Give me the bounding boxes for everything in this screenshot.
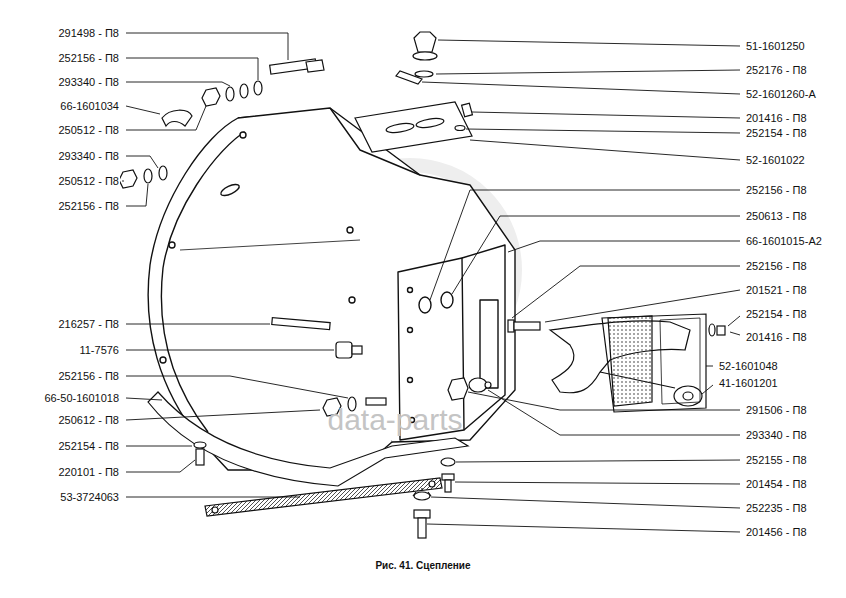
part-number: 252154 - П8 [745,308,808,321]
leader-line [468,392,740,410]
leader-line [466,129,740,133]
leader-line [488,390,740,435]
part-number: 252176 - П8 [745,64,808,77]
leader-line [470,140,740,160]
lower-gasket [148,392,468,486]
part-number: 252156 - П8 [745,260,808,273]
fork-cover [602,314,706,412]
watermark: data-parts [326,403,463,437]
part-number: 66-1601034 [59,100,120,113]
part-number: 52-1601048 [718,360,779,373]
part-number: 252156 - П8 [57,370,120,383]
leader-line [430,190,740,300]
leader-line [126,460,195,472]
part-number: 252154 - П8 [57,440,120,453]
leader-line [126,106,160,114]
part-number: 201416 - П8 [745,112,808,125]
part-number: 52-1601022 [745,154,806,167]
leader-line [728,316,740,326]
part-number: 250512 - П8 [57,175,120,188]
leader-line [126,58,258,80]
part-number: 250613 - П8 [745,210,808,223]
part-number: 66-1601015-А2 [745,235,823,248]
leader-line [126,398,162,400]
leader-line [545,290,740,322]
part-number: 41-1601201 [718,377,779,390]
part-number: 291498 - П8 [57,27,120,40]
leader-line [706,366,713,367]
leader-line [427,524,740,532]
part-number: 53-3724063 [59,491,120,504]
part-number: 11-7576 [78,344,120,357]
part-number: 252155 - П8 [745,454,808,467]
leader-line [422,82,740,94]
part-number: 66-50-1601018 [43,392,120,405]
leader-line [126,156,158,168]
leader-line [126,497,300,498]
part-number: 252235 - П8 [745,502,808,515]
leader-line [512,266,740,318]
leader-line [126,410,320,420]
figure-caption: Рис. 41. Сцепление [375,560,470,571]
part-number: 220101 - П8 [57,466,120,479]
leader-line [702,385,713,394]
leader-line [122,181,124,182]
leader-line [730,332,740,335]
part-number: 293340 - П8 [57,150,120,163]
leader-line [126,184,148,206]
leader-line [472,112,740,118]
part-number: 51-1601250 [745,40,806,53]
part-number: 201454 - П8 [745,478,808,491]
leader-line [452,216,740,294]
part-number: 252154 - П8 [745,127,808,140]
leader-line [126,324,270,325]
part-number: 201416 - П8 [745,331,808,344]
part-number: 293340 - П8 [745,429,808,442]
fasteners [119,59,725,538]
leader-line [431,497,740,508]
leader-line [126,106,206,130]
part-number: 252156 - П8 [57,52,120,65]
leader-line [436,70,740,74]
leader-line [126,82,230,86]
part-number: 252156 - П8 [57,200,120,213]
leader-line [438,40,740,46]
leader-line [126,33,288,60]
part-number: 201456 - П8 [745,526,808,539]
leader-line [508,241,740,252]
leader-line [456,460,740,462]
leader-line [455,482,740,484]
part-number: 201521 - П8 [745,284,808,297]
part-number: 250612 - П8 [57,414,120,427]
part-number: 293340 - П8 [57,76,120,89]
part-number: 52-1601260-А [745,88,817,101]
leader-line [126,376,348,398]
leader-line [126,446,192,447]
leader-line [126,350,334,351]
part-number: 291506 - П8 [745,404,808,417]
part-number: 252156 - П8 [745,184,808,197]
part-number: 250512 - П8 [57,124,120,137]
part-number: 216257 - П8 [57,318,120,331]
top-cover [355,32,472,152]
